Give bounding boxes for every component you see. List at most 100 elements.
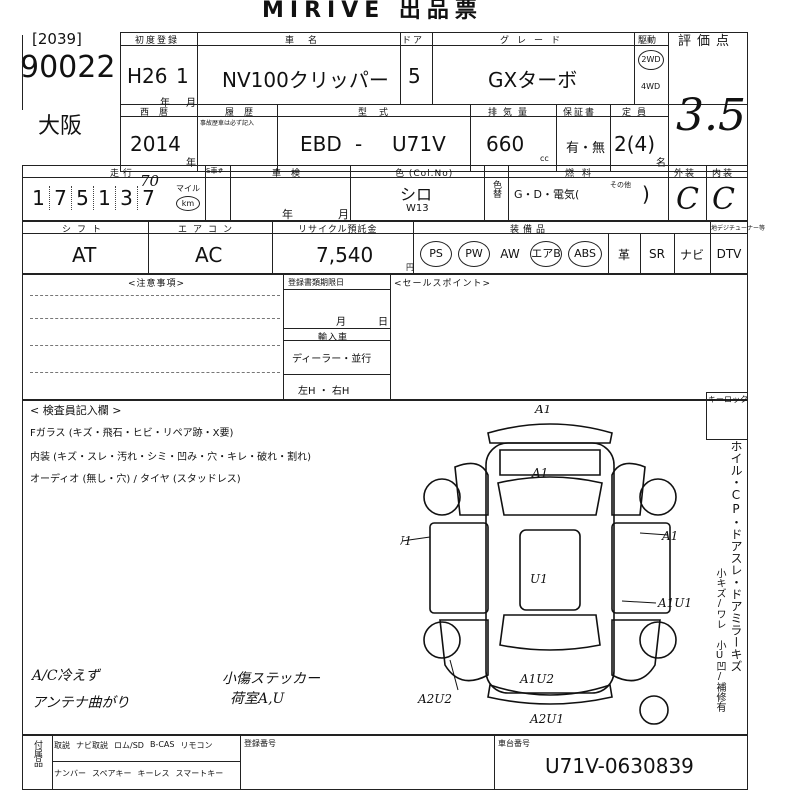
grade-label: グレード	[500, 36, 569, 46]
model-year-label: 西暦	[140, 108, 179, 118]
inspector-line1: Fガラス (キズ・飛石・ヒビ・リペア跡・X要)	[30, 428, 234, 439]
mileage-label: 走行	[110, 169, 137, 179]
drive-label: 駆動	[638, 36, 657, 46]
footer-item: ナビ取説	[76, 741, 108, 750]
equipment-dtv: DTV	[710, 237, 748, 271]
inspector-handwritten-4: 荷室A,U	[230, 691, 285, 707]
car-right-rear-fender	[611, 619, 661, 682]
mileage-digit: 7	[50, 186, 72, 210]
damage-mark: A1	[661, 529, 678, 543]
equipment-sr: SR	[640, 237, 674, 271]
car-front-bumper	[487, 423, 613, 444]
footer-item: キーレス	[137, 769, 170, 778]
inspection-month: 月	[338, 208, 349, 221]
history-label: 履歴	[225, 108, 264, 118]
equipment-item: エアB	[530, 241, 562, 267]
footer-reg-label: 登録番号	[244, 739, 276, 748]
footer-frame	[22, 735, 748, 790]
sales-point-label: <セールスポイント>	[394, 279, 492, 289]
recycle-unit: 円	[406, 263, 414, 272]
mileage-digit: 1	[94, 186, 116, 210]
equipment-aw: AW	[494, 237, 526, 271]
registration-era: H26	[127, 64, 168, 88]
capacity-label: 定員	[622, 108, 653, 118]
side-note: ホイル・CP・ドアスレ・ドアミラーキズ	[729, 440, 743, 672]
main-grid-frame	[120, 32, 748, 172]
inspector-title: < 検査員記入欄 >	[30, 404, 122, 417]
notes-label: <注意事項>	[128, 279, 186, 289]
footer-chassis-value: U71V-0630839	[545, 754, 694, 778]
car-right-side	[611, 522, 671, 614]
car-rear-bumper	[487, 683, 613, 705]
exterior-label: 外装	[674, 169, 697, 179]
history-note: 事故歴車は必ず記入	[200, 120, 255, 127]
model-type-code: U71V	[392, 132, 446, 156]
displacement-unit: cc	[540, 154, 549, 163]
color-change-label: 色替	[491, 180, 501, 198]
car-roof-outline	[485, 442, 615, 694]
car-hood	[499, 449, 601, 476]
footer-chassis-label: 車台番号	[498, 739, 530, 748]
expiry-label: 登録書類期限日	[288, 278, 344, 287]
model-year: 2014	[130, 132, 181, 156]
mileage-digit: 3	[116, 186, 138, 210]
footer-item: ロム/SD	[114, 741, 144, 750]
mileage-handwritten: 70	[140, 172, 160, 190]
row-shift-frame	[22, 221, 748, 274]
damage-mark: A2U2	[417, 692, 452, 706]
shift-value: AT	[72, 243, 97, 267]
side-note-small: 小キズ/ワレ 小U凹/補修有	[714, 568, 725, 712]
inspector-frame	[22, 400, 748, 735]
location: 大阪	[38, 114, 83, 139]
wheel-front-left-icon	[423, 478, 461, 516]
registration-month-unit: 月	[186, 98, 196, 109]
warranty-label: 保証書	[563, 108, 597, 118]
equipment-leather: 革	[608, 237, 640, 271]
equipment-item: DTV	[716, 247, 742, 261]
lot-code: [2039]	[32, 30, 82, 48]
row-mileage-frame	[22, 165, 748, 221]
color-label: 色 (Col.No)	[395, 169, 454, 179]
handle-side: 左H ・ 右H	[298, 386, 350, 397]
footer-item: スマートキー	[175, 769, 224, 778]
car-name-label: 車名	[285, 36, 332, 46]
color-code: W13	[406, 203, 429, 214]
car-windshield	[497, 476, 603, 516]
doors-value: 5	[408, 64, 421, 88]
fuel-close: )	[642, 182, 650, 206]
registration-month: 1	[176, 64, 189, 88]
damage-mark: A1U2	[519, 672, 554, 686]
grade-value: GXターボ	[488, 68, 578, 92]
expiry-day: 日	[378, 317, 388, 328]
damage-mark: A1U1	[657, 596, 692, 610]
import-type: ディーラー・並行	[292, 354, 372, 365]
aircon-value: AC	[195, 243, 223, 267]
footer-item: B-CAS	[149, 740, 175, 749]
aircon-label: エアコン	[178, 225, 239, 235]
doors-label: ドア	[402, 36, 425, 46]
mileage-mile: マイル	[176, 184, 200, 193]
expiry-month: 月	[336, 317, 346, 328]
equipment-item: 革	[617, 247, 630, 262]
footer-item: リモコン	[180, 741, 213, 750]
color-value: シロ	[400, 185, 433, 204]
wheel-rear-left-icon	[423, 621, 461, 659]
notes-frame	[22, 274, 748, 400]
import-label: 輸入車	[318, 333, 349, 343]
footer-row2: ナンバー スペアキー キーレス スマートキー	[54, 768, 223, 779]
footer-row1: 取説 ナビ取説 ロム/SD B-CAS リモコン	[54, 740, 212, 751]
equipment-item: PS	[420, 241, 452, 267]
car-left-side	[429, 522, 489, 614]
mileage-digit: 7	[142, 186, 155, 210]
s-flag-label: S車#	[206, 167, 224, 175]
mileage-km: km	[176, 196, 200, 211]
footer-attach-label: 付属品	[32, 740, 42, 767]
inspector-line2: 内装 (キズ・スレ・汚れ・シミ・凹み・穴・キレ・破れ・割れ)	[30, 452, 311, 463]
drive-4wd: 4WD	[641, 82, 661, 91]
equipment-item: ナビ	[679, 247, 704, 262]
car-right-front-fender	[611, 462, 646, 516]
key-lock-box	[706, 392, 748, 440]
interior-label: 内装	[712, 169, 735, 179]
car-damage-diagram: A1 A1 A1U1 A1 U1 A1 A1U1 A1U2 A2U2 A2U1	[400, 405, 692, 725]
footer-item: 取説	[54, 741, 70, 750]
